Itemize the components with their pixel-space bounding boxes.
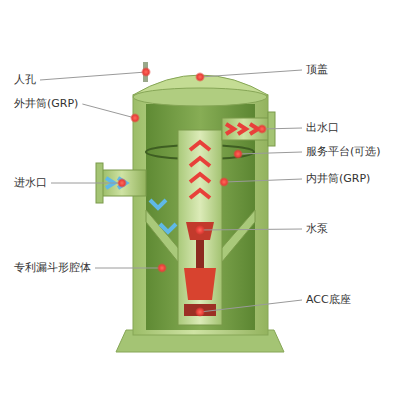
tank (96, 62, 284, 352)
part-label: ACC底座 (306, 293, 351, 307)
flow-arrows-in (106, 178, 176, 232)
callout-dot (130, 113, 140, 123)
leader-line (200, 229, 302, 230)
callout-dot (141, 67, 151, 77)
callout-dot (219, 177, 229, 187)
callout-dot (233, 149, 243, 159)
leader-line (82, 104, 135, 118)
part-label: 服务平台(可选) (306, 145, 381, 159)
part-label: 外井筒(GRP) (14, 97, 78, 111)
leader-line (224, 179, 302, 182)
part-label: 内井筒(GRP) (306, 172, 370, 186)
callout-dot (195, 307, 205, 317)
leader-lines (40, 70, 302, 312)
callout-dot (117, 178, 127, 188)
inner-pipe (178, 130, 222, 325)
pump (184, 222, 216, 316)
callout-dots (117, 67, 267, 317)
outlet-pipe (222, 118, 270, 140)
part-label: 进水口 (14, 176, 47, 190)
part-label: 人孔 (14, 73, 36, 87)
leader-line (238, 152, 302, 154)
flow-arrows-up (190, 124, 258, 198)
leader-line (95, 268, 162, 269)
leader-line (51, 183, 122, 184)
part-label: 顶盖 (306, 63, 328, 77)
part-label: 出水口 (306, 121, 339, 135)
callout-dot (157, 263, 167, 273)
callout-dot (257, 124, 267, 134)
rim (133, 88, 267, 106)
callout-dot (195, 225, 205, 235)
part-label: 水泵 (306, 222, 328, 236)
leader-line (40, 72, 146, 80)
part-label: 专利漏斗形腔体 (14, 261, 91, 275)
leader-line (262, 128, 302, 129)
callout-dot (195, 72, 205, 82)
leader-line (200, 70, 302, 77)
leader-line (200, 300, 302, 312)
